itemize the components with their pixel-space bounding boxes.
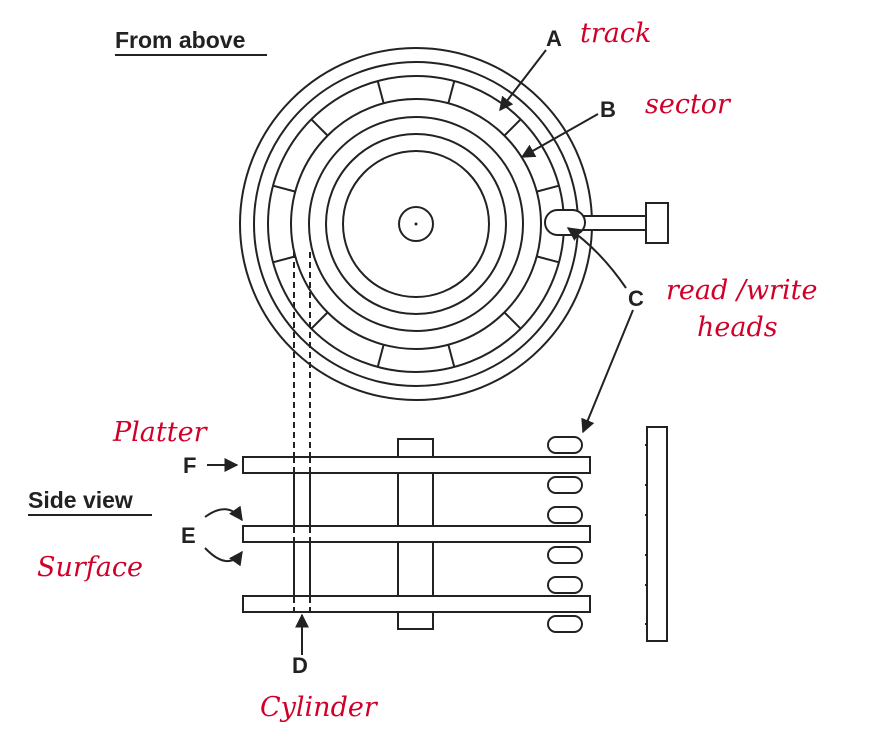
sector-divider [536,184,560,193]
annotation-platter: Platter [112,417,209,448]
platter-side-3 [242,595,591,613]
sector-divider [447,344,456,368]
sector-dividers [272,80,560,368]
sector-divider [310,118,329,137]
label-E: E [181,523,196,548]
read-write-head-side [547,476,583,494]
label-A: A [546,26,562,51]
platter-side-1 [242,456,591,474]
spindle-hub [398,206,434,242]
sector-divider [376,344,385,368]
annotation-read-write: read /write [666,275,817,306]
read-write-head-side [547,615,583,633]
sector-divider [310,311,329,330]
read-write-head-top [544,209,586,236]
pointer-C-top [566,227,627,289]
actuator-side [646,426,668,642]
annotation-sector: sector [645,89,732,120]
read-write-heads-side [547,436,647,633]
sector-divider [447,80,456,104]
read-write-head-side [547,436,583,454]
actuator-block [645,202,669,244]
track-ring-6 [325,133,507,315]
read-write-head-side [547,506,583,524]
sector-divider [272,255,296,264]
rotation-arrow-lower [204,547,243,567]
label-D: D [292,653,308,678]
label-C: C [628,286,644,311]
sector-divider [376,80,385,104]
track-ring-4 [290,98,542,350]
read-write-head-side [547,576,583,594]
sector-divider [503,311,522,330]
platter-side-2 [242,525,591,543]
side-view-heading: Side view [28,487,133,513]
sector-divider [536,255,560,264]
label-B: B [600,97,616,122]
rotation-arrow-upper [204,505,243,522]
side-view [242,426,668,642]
annotation-cylinder: Cylinder [260,692,379,723]
sector-divider [503,118,522,137]
pointer-A [499,49,547,112]
read-write-head-side [547,546,583,564]
spindle-center [414,222,418,226]
pointer-B [520,113,599,158]
annotation-track: track [580,18,651,49]
annotation-heads: heads [697,312,778,343]
track-ring-7 [342,150,490,298]
arm-bar [581,215,647,231]
annotation-surface: Surface [37,552,143,583]
track-ring-5 [308,116,524,332]
from-above-heading: From above [115,27,245,53]
sector-divider [272,184,296,193]
platter-top-view [239,47,593,401]
label-F: F [183,453,196,478]
pointer-C-side [581,309,634,434]
